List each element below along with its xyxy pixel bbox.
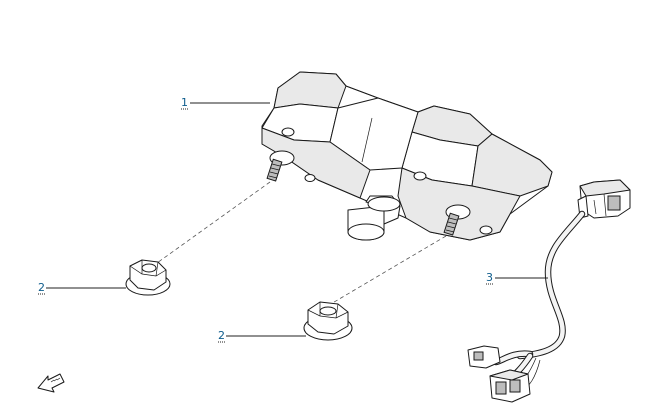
stud-right <box>443 212 460 236</box>
flange-nut-left <box>125 259 171 296</box>
stud-left <box>266 158 283 182</box>
callout-3[interactable]: 3 <box>486 271 548 285</box>
callout-number-3: 3 <box>486 271 493 284</box>
callout-2-right[interactable]: 2 <box>218 329 306 343</box>
wiring-harness <box>467 179 631 403</box>
front-direction-arrow-icon <box>37 373 65 393</box>
callout-number-2-right: 2 <box>218 329 225 342</box>
callout-1[interactable]: 1 <box>181 96 270 110</box>
callout-number-2-left: 2 <box>38 281 45 294</box>
callout-number-1: 1 <box>181 96 188 109</box>
alignment-line-right <box>323 235 447 309</box>
instrument-cluster <box>261 71 553 241</box>
alignment-line-left <box>149 181 271 269</box>
flange-nut-right <box>303 301 353 341</box>
callout-2-left[interactable]: 2 <box>38 281 126 295</box>
